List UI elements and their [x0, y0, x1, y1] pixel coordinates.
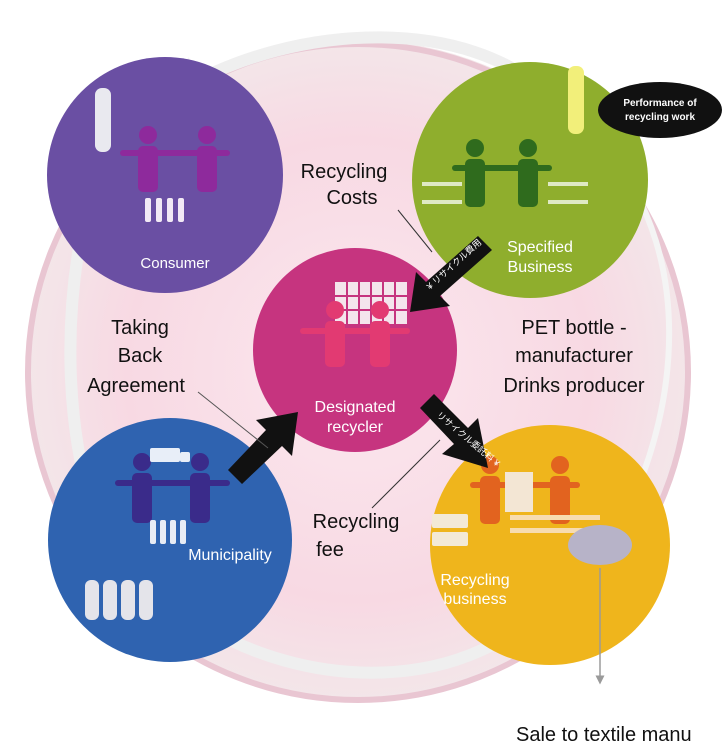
- specified-business-shelves-icon: [422, 182, 588, 204]
- municipality-label: Municipality: [188, 547, 272, 564]
- recycling-costs-leader: [397, 209, 433, 253]
- designated-recycler-node: Designated recycler: [253, 248, 457, 452]
- performance-tag-line1: Performance of: [623, 98, 697, 109]
- outer-ring-shadow: [25, 41, 691, 703]
- taking-back-agreement-caption-line3: Agreement: [87, 375, 185, 397]
- specified-business-people-icon: [452, 139, 552, 207]
- truck-icon: [150, 448, 190, 462]
- bales-icon: [432, 514, 468, 546]
- designated-recycler-label-line1: Designated: [315, 399, 396, 416]
- pet-bottle-caption-line1: PET bottle -: [521, 317, 626, 339]
- specified-business-label-line1: Specified: [507, 239, 573, 256]
- consumer-label: Consumer: [140, 255, 209, 272]
- municipality-bottles-icon: [150, 520, 186, 544]
- taking-back-agreement-leader: [197, 391, 269, 449]
- performance-tag-line2: recycling work: [625, 112, 695, 123]
- municipality-to-recycler-arrow: [228, 412, 298, 484]
- taking-back-agreement-caption-line2: Back: [118, 345, 163, 367]
- flakes-icon: [568, 525, 632, 565]
- recycling-fee-caption-line2: fee: [316, 539, 344, 561]
- municipality-people-icon: [115, 453, 230, 523]
- recycling-costs-caption-line1: Recycling: [301, 161, 388, 183]
- designated-recycler-label-line2: recycler: [327, 419, 384, 436]
- machine-icon: [505, 472, 533, 512]
- conveyor-icon: [510, 515, 600, 533]
- specified-business-node: Specified Business: [412, 62, 648, 298]
- pet-bottle-caption-line3: Drinks producer: [503, 375, 645, 397]
- pet-bottle-caption-line2: manufacturer: [515, 345, 633, 367]
- yellow-bottle-icon: [568, 66, 584, 134]
- recycling-fee-leader: [371, 439, 441, 509]
- consumer-node: Consumer: [47, 57, 283, 293]
- recycling-fee-caption-line1: Recycling: [313, 511, 400, 533]
- specified-business-label-line2: Business: [508, 259, 573, 276]
- designated-recycler-people-icon: [300, 301, 410, 367]
- recycling-business-label-line2: business: [443, 591, 506, 608]
- taking-back-agreement-caption-line1: Taking: [111, 317, 169, 339]
- performance-tag: Performance of recycling work: [598, 82, 722, 138]
- municipality-big-bottles-icon: [85, 580, 153, 620]
- consumer-big-bottle-icon: [95, 88, 111, 152]
- consumer-bottles-icon: [145, 198, 184, 222]
- consumer-people-icon: [120, 126, 230, 192]
- recycling-costs-caption-line2: Costs: [326, 187, 377, 209]
- municipality-node: Municipality: [48, 418, 292, 662]
- sale-to-textile-caption: Sale to textile manu: [516, 724, 692, 745]
- recycling-business-label-line1: Recycling: [440, 572, 509, 589]
- recycling-business-node: Recycling business: [430, 425, 670, 665]
